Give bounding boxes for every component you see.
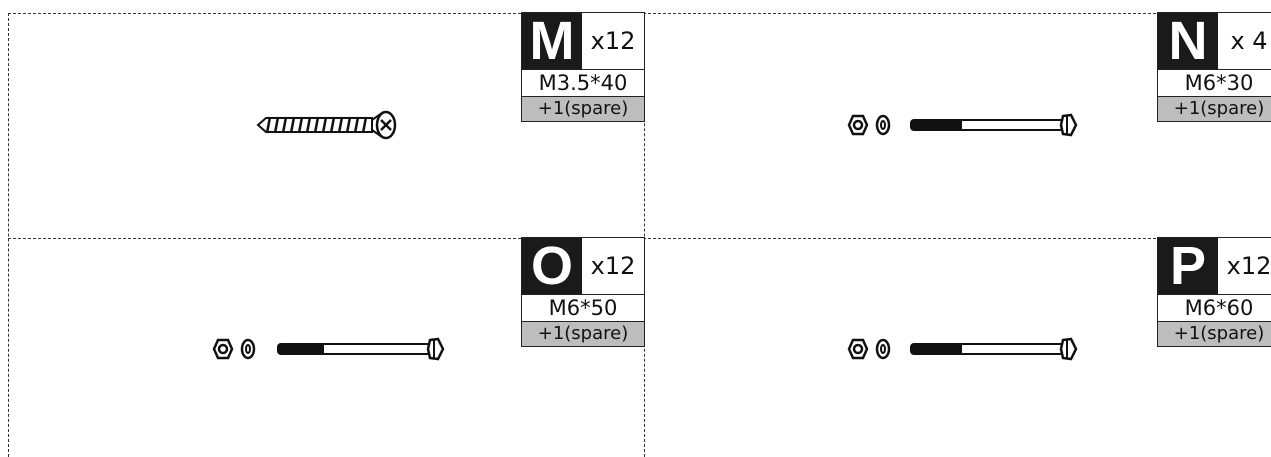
part-size: M6*60 — [1158, 295, 1271, 322]
part-spare: +1(spare) — [522, 322, 644, 346]
washer-icon — [240, 338, 256, 360]
part-letter: N — [1158, 13, 1218, 69]
part-quantity: x12 — [590, 252, 636, 280]
part-quantity: x12 — [1226, 252, 1271, 280]
part-spare: +1(spare) — [1158, 322, 1271, 346]
hex-nut-icon — [212, 338, 234, 360]
part-label-p: P x12 M6*60 +1(spare) — [1157, 237, 1271, 347]
bolt-washer-nut-icon — [212, 337, 445, 361]
bolt-icon — [910, 337, 1078, 361]
part-letter: P — [1158, 238, 1218, 294]
bolt-washer-nut-icon — [847, 113, 1078, 137]
washer-icon — [875, 114, 891, 136]
part-label-n: N x 4 M6*30 +1(spare) — [1157, 12, 1271, 122]
part-quantity: x 4 — [1230, 27, 1268, 55]
bolt-washer-nut-icon — [847, 337, 1078, 361]
part-size: M3.5*40 — [522, 70, 644, 97]
center-dashed-divider — [644, 13, 645, 457]
part-quantity: x12 — [590, 27, 636, 55]
part-label-m: M x12 M3.5*40 +1(spare) — [521, 12, 645, 122]
hex-nut-icon — [847, 114, 869, 136]
part-letter: O — [522, 238, 582, 294]
part-label-o: O x12 M6*50 +1(spare) — [521, 237, 645, 347]
part-spare: +1(spare) — [522, 97, 644, 121]
part-letter: M — [522, 13, 582, 69]
part-spare: +1(spare) — [1158, 97, 1271, 121]
bolt-icon — [277, 337, 445, 361]
hex-nut-icon — [847, 338, 869, 360]
left-dashed-border — [8, 13, 9, 457]
part-size: M6*30 — [1158, 70, 1271, 97]
part-size: M6*50 — [522, 295, 644, 322]
wood-screw-icon — [256, 110, 397, 140]
bolt-icon — [910, 113, 1078, 137]
washer-icon — [875, 338, 891, 360]
